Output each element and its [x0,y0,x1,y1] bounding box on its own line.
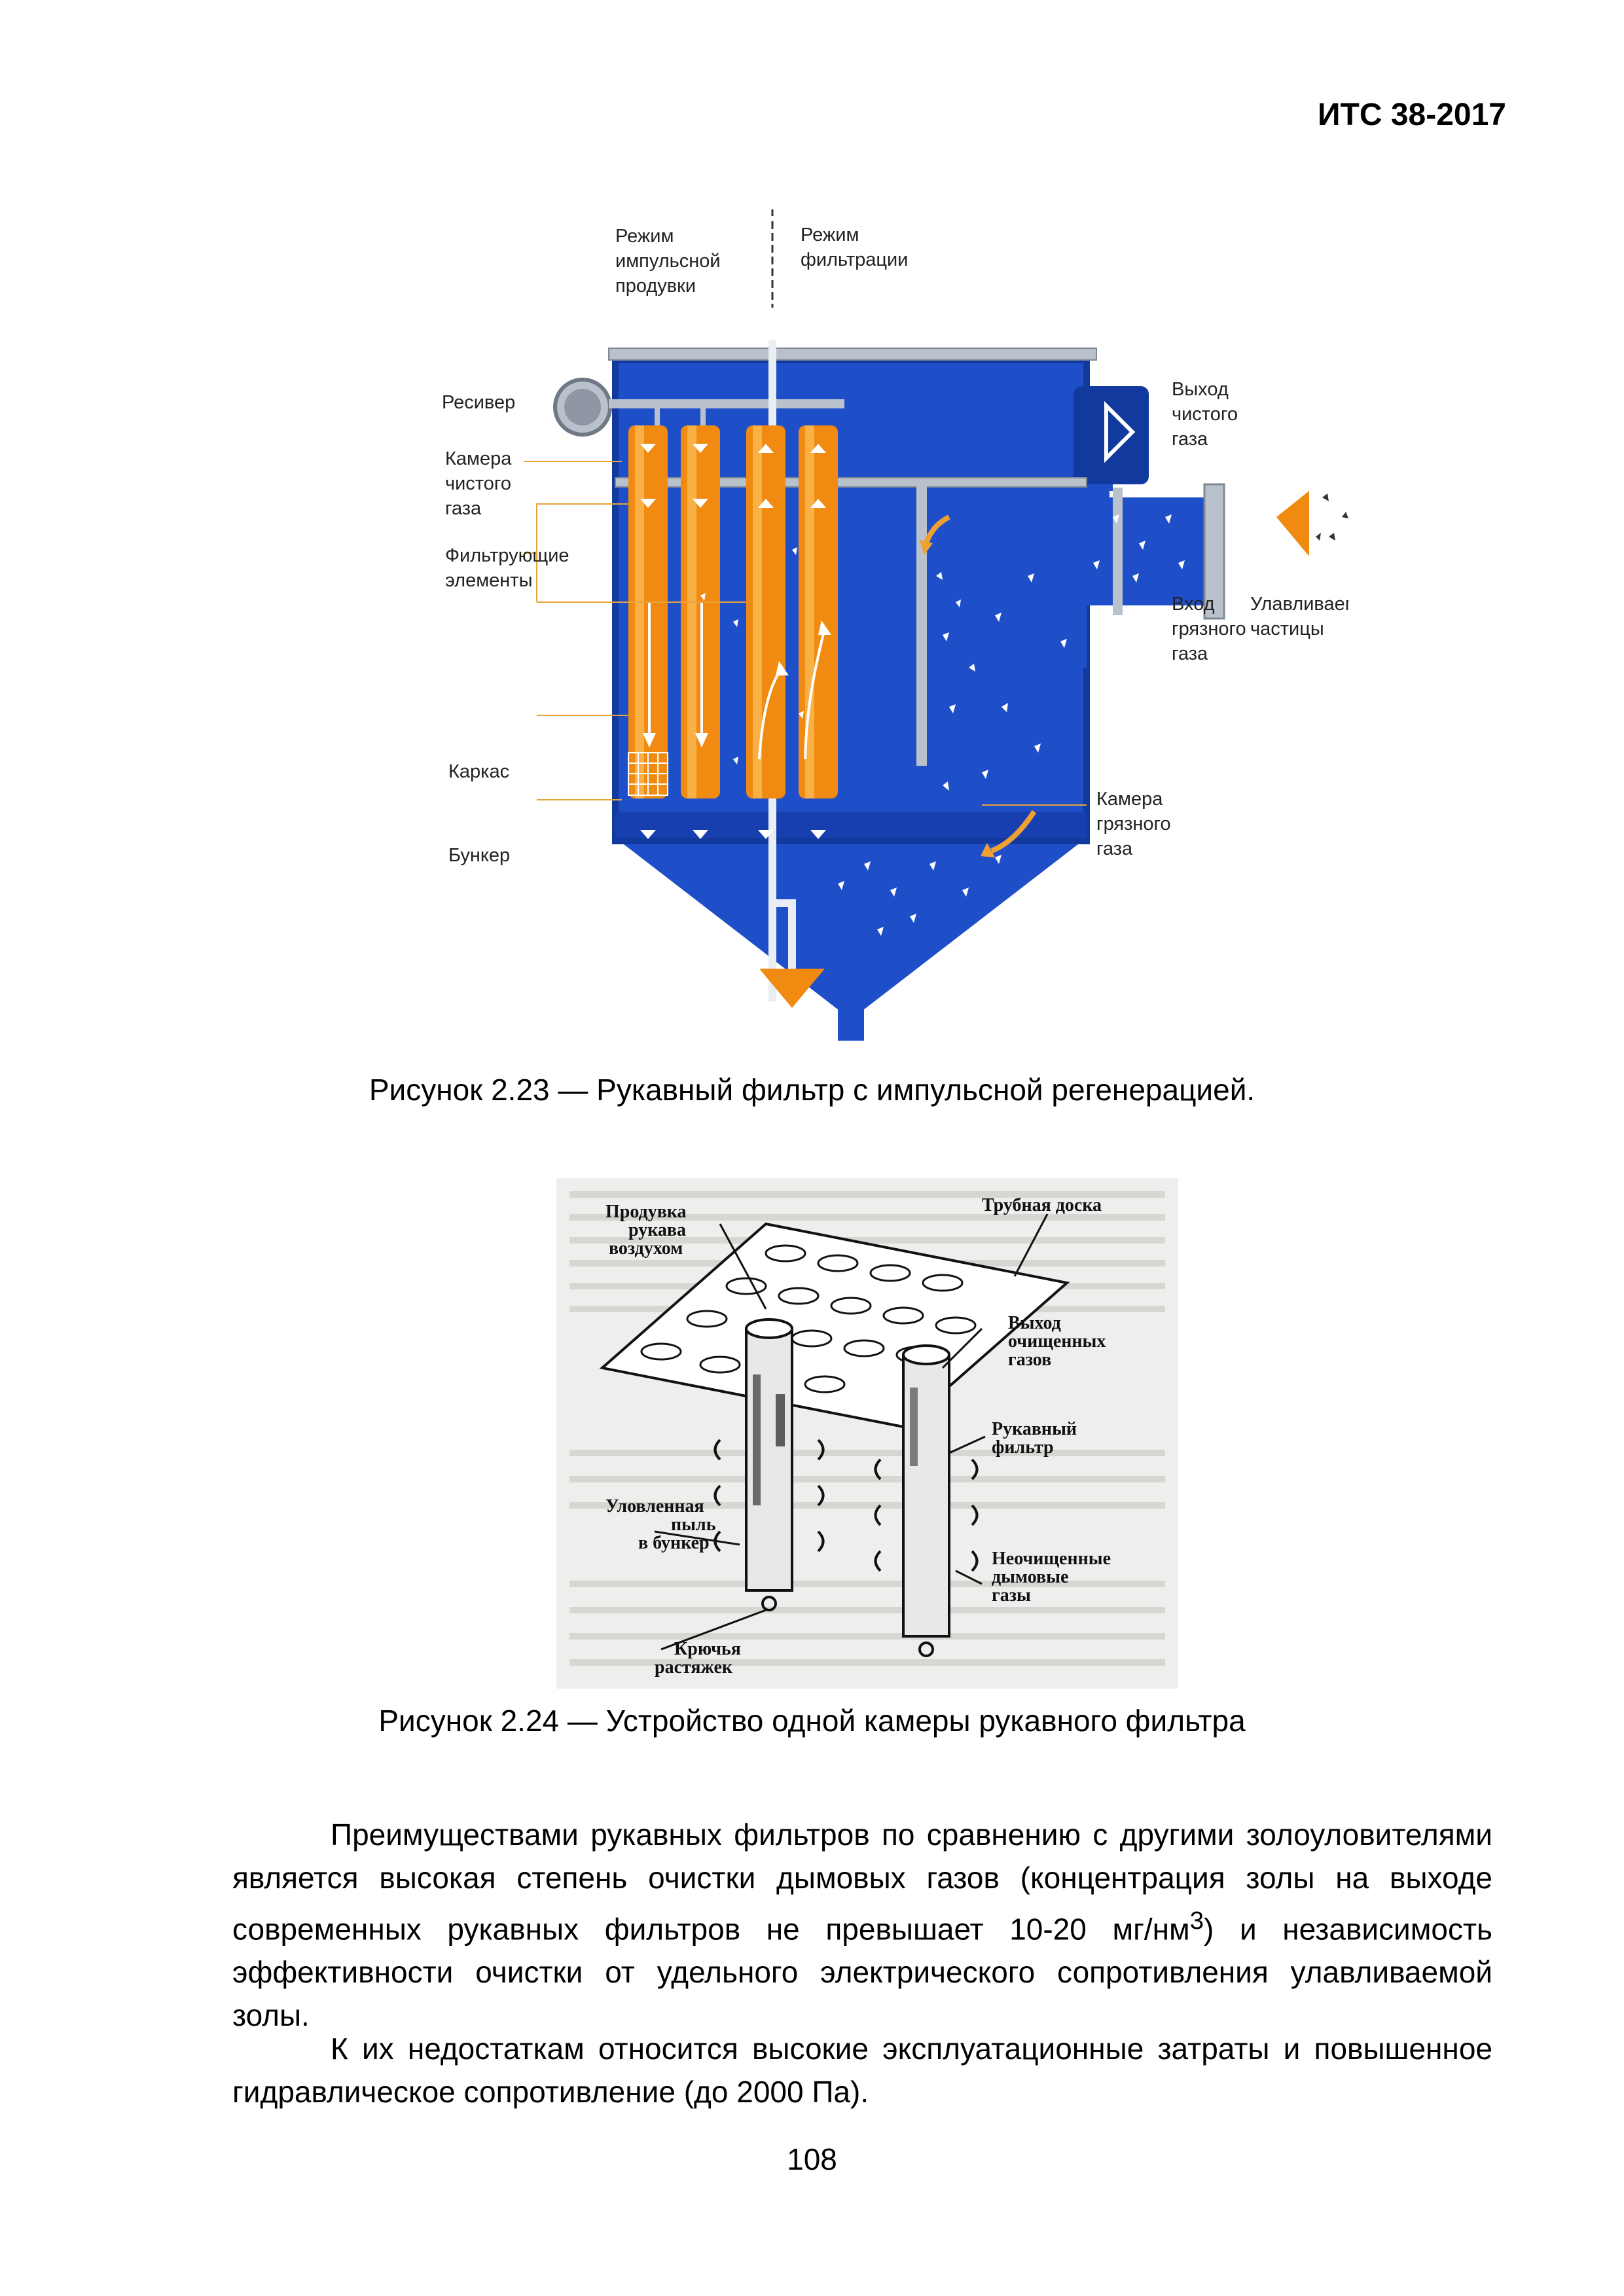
bag-filter-chamber-diagram: Продувка рукава воздухом Трубная доска В… [556,1178,1178,1689]
paragraph-advantages-text-b: ) и независимость эффективности очистки … [232,1912,1492,2033]
label-hooks-1: Крючья [674,1639,741,1659]
bag-left [745,1318,793,1611]
label-outlet-1: Выход [1008,1313,1061,1333]
label-flue-1: Неочищенные [992,1549,1111,1569]
label-blow-3: воздухом [609,1238,683,1259]
figure1-caption: Рисунок 2.23 — Рукавный фильтр с импульс… [369,1073,1255,1107]
baghouse-filter-diagram: Режим импульсной продувки Режим фильтрац… [442,209,1348,1041]
label-blow-2: рукава [628,1220,686,1240]
label-clean-chamber-3: газа [445,498,482,519]
label-clean-chamber-2: чистого [445,473,511,494]
document-code: ИТС 38-2017 [1318,98,1506,132]
label-dirty-in-1: Вход [1172,594,1215,615]
superscript-3: 3 [1189,1907,1204,1935]
paragraph-advantages: Преимуществами рукавных фильтров по срав… [232,1813,1492,2037]
label-clean-out-2: чистого [1172,404,1238,425]
label-clean-out-3: газа [1172,429,1208,450]
label-flue-3: газы [992,1585,1031,1605]
label-dirty-chamber-3: газа [1096,838,1133,859]
label-mode-pulse-2: импульсной [615,251,721,272]
label-bag-2: фильтр [992,1437,1054,1458]
label-bag-1: Рукавный [992,1419,1077,1439]
paragraph-disadvantages: К их недостаткам относится высокие экспл… [232,2027,1492,2113]
label-blow-1: Продувка [605,1202,687,1222]
label-particles-2: частицы [1250,619,1324,639]
label-frame: Каркас [448,761,509,782]
label-mode-filter-1: Режим [801,224,859,245]
discharge-funnel [759,969,825,1008]
paragraph-advantages-text-a: Преимуществами рукавных фильтров по срав… [232,1818,1492,1946]
particle-inlet-cone [1276,491,1309,556]
label-dust-2: пыль [671,1515,716,1535]
figure2-caption: Рисунок 2.24 — Устройство одной камеры р… [378,1704,1246,1738]
label-outlet-2: очищенных [1008,1331,1106,1352]
hopper-shape [615,838,1087,1014]
label-dust-3: в бункер [638,1533,710,1553]
label-particles-1: Улавливаемые [1250,594,1348,615]
page-number: 108 [787,2142,837,2176]
label-filter-elements-1: Фильтрующие [445,545,569,566]
bag-right [902,1344,950,1657]
label-clean-out-1: Выход [1172,379,1229,400]
label-receiver: Ресивер [442,392,515,413]
label-mode-pulse-1: Режим [615,226,674,247]
label-clean-chamber-1: Камера [445,448,512,469]
label-mode-filter-2: фильтрации [801,249,908,270]
paragraph-disadvantages-text: К их недостаткам относится высокие экспл… [232,2032,1492,2109]
label-filter-elements-2: элементы [445,570,532,591]
label-flue-2: дымовые [992,1567,1068,1587]
label-hopper: Бункер [448,845,510,866]
label-outlet-3: газов [1008,1350,1051,1370]
label-dirty-in-2: грязного [1172,619,1246,639]
label-tube-sheet: Трубная доска [982,1195,1102,1215]
clean-gas-outlet [1074,386,1149,484]
filter-elements [628,425,838,798]
label-mode-pulse-3: продувки [615,276,696,296]
label-dust-1: Уловленная [605,1496,704,1516]
label-dirty-chamber-1: Камера [1096,789,1163,810]
label-dirty-in-3: газа [1172,643,1208,664]
label-dirty-chamber-2: грязного [1096,814,1171,834]
label-hooks-2: растяжек [655,1657,733,1677]
cage-frame [628,752,668,796]
